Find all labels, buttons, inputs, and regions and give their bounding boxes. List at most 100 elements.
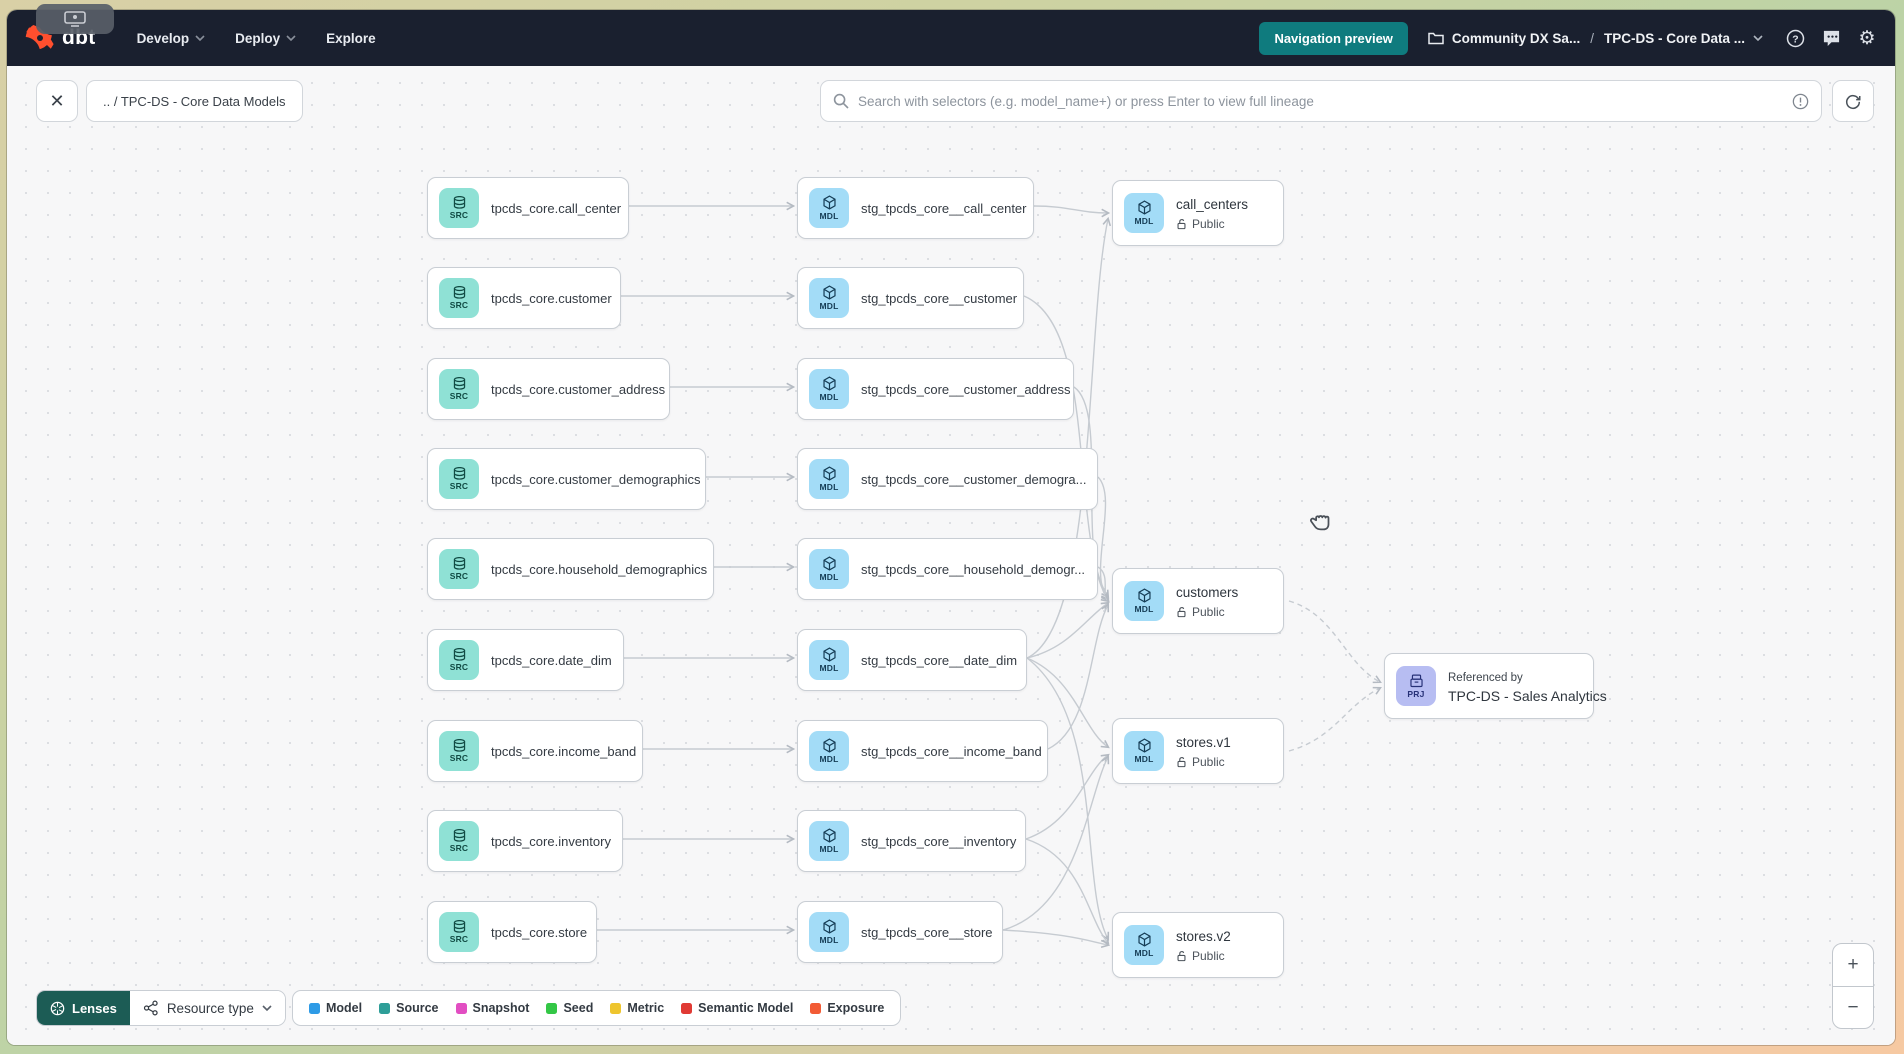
help-icon[interactable]: ? [1785,28,1805,48]
grab-cursor-icon [1310,515,1330,531]
graph-node-public-model[interactable]: MDL stores.v2 Public [1112,912,1284,978]
search-input[interactable] [858,93,1783,109]
legend-swatch-snapshot [455,1002,467,1014]
graph-node-model[interactable]: MDL stg_tpcds_core__customer [797,267,1024,329]
lineage-breadcrumb[interactable]: .. / TPC-DS - Core Data Models [86,80,303,122]
nav-item-develop[interactable]: Develop [122,10,221,66]
graph-node-source[interactable]: SRC tpcds_core.store [427,901,597,963]
model-cube-icon: MDL [809,640,849,680]
project-package-icon: PRJ [1396,666,1436,706]
breadcrumb-page[interactable]: TPC-DS - Core Data ... [1603,30,1745,46]
zoom-out-button[interactable]: − [1833,986,1873,1028]
lenses-control-group: Lenses Resource type [36,990,286,1026]
graph-node-model[interactable]: MDL stg_tpcds_core__date_dim [797,629,1027,691]
navigation-preview-button[interactable]: Navigation preview [1259,21,1408,55]
model-cube-icon: MDL [809,188,849,228]
lineage-canvas[interactable]: ✕ .. / TPC-DS - Core Data Models SRC tpc… [7,66,1895,1045]
lenses-button[interactable]: Lenses [37,991,130,1025]
refresh-icon [1845,94,1861,110]
feedback-icon[interactable] [1821,28,1841,48]
close-icon: ✕ [49,90,65,111]
breadcrumb-separator: / [1590,30,1594,46]
resource-type-legend: Model Source Snapshot Seed Metric Semant… [292,990,902,1026]
graph-node-public-model[interactable]: MDL call_centers Public [1112,180,1284,246]
top-navbar: dbt Develop Deploy Explore Navigation pr… [7,10,1895,66]
chevron-down-icon [286,34,296,41]
legend-swatch-metric [610,1002,622,1014]
graph-node-model[interactable]: MDL stg_tpcds_core__income_band [797,720,1048,782]
source-database-icon: SRC [439,912,479,952]
source-database-icon: SRC [439,549,479,589]
graph-node-project-reference[interactable]: PRJ Referenced by TPC-DS - Sales Analyti… [1384,653,1607,719]
search-icon [833,93,849,109]
graph-node-model[interactable]: MDL stg_tpcds_core__customer_address [797,358,1074,420]
graph-node-source[interactable]: SRC tpcds_core.date_dim [427,629,624,691]
source-database-icon: SRC [439,459,479,499]
graph-node-source[interactable]: SRC tpcds_core.call_center [427,177,629,239]
legend-swatch-exposure [810,1002,822,1014]
graph-node-source[interactable]: SRC tpcds_core.income_band [427,720,643,782]
lock-open-icon [1177,756,1186,767]
dbt-logo-icon [25,25,54,50]
graph-node-model[interactable]: MDL stg_tpcds_core__customer_demogra... [797,448,1098,510]
model-cube-icon: MDL [809,912,849,952]
model-cube-icon: MDL [1124,925,1164,965]
nav-item-explore[interactable]: Explore [326,30,376,46]
model-cube-icon: MDL [1124,731,1164,771]
graph-node-model[interactable]: MDL stg_tpcds_core__inventory [797,810,1026,872]
legend-item: Source [379,1001,439,1015]
model-cube-icon: MDL [1124,193,1164,233]
legend-swatch-source [379,1002,391,1014]
model-cube-icon: MDL [809,821,849,861]
graph-node-source[interactable]: SRC tpcds_core.customer [427,267,621,329]
refresh-lineage-button[interactable] [1832,80,1874,122]
graph-node-model[interactable]: MDL stg_tpcds_core__store [797,901,1003,963]
resource-type-icon [143,1000,158,1016]
model-cube-icon: MDL [809,369,849,409]
graph-node-model[interactable]: MDL stg_tpcds_core__household_demogr... [797,538,1098,600]
model-cube-icon: MDL [809,549,849,589]
app-window: dbt Develop Deploy Explore Navigation pr… [7,10,1895,1045]
source-database-icon: SRC [439,188,479,228]
model-cube-icon: MDL [809,731,849,771]
source-database-icon: SRC [439,731,479,771]
zoom-in-button[interactable]: + [1847,954,1859,975]
settings-gear-icon[interactable]: ⚙ [1858,27,1876,49]
lenses-icon [50,1001,65,1015]
chevron-down-icon [262,1004,272,1011]
model-cube-icon: MDL [809,459,849,499]
folder-icon [1428,32,1444,45]
source-database-icon: SRC [439,821,479,861]
nav-item-deploy[interactable]: Deploy [220,10,311,66]
graph-node-public-model[interactable]: MDL customers Public [1112,568,1284,634]
graph-node-source[interactable]: SRC tpcds_core.household_demographics [427,538,714,600]
resource-type-dropdown[interactable]: Resource type [129,991,285,1025]
legend-item: Model [309,1001,362,1015]
breadcrumb-project[interactable]: Community DX Sa... [1451,30,1581,46]
screenshare-tab-stub[interactable] [36,4,114,34]
legend-item: Seed [546,1001,593,1015]
legend-swatch-seed [546,1002,558,1014]
legend-swatch-semantic-model [681,1002,693,1014]
screen-icon [64,11,86,27]
graph-node-source[interactable]: SRC tpcds_core.inventory [427,810,623,872]
source-database-icon: SRC [439,369,479,409]
lock-open-icon [1177,218,1186,229]
model-cube-icon: MDL [1124,581,1164,621]
graph-node-public-model[interactable]: MDL stores.v1 Public [1112,718,1284,784]
legend-item: Exposure [810,1001,884,1015]
graph-node-model[interactable]: MDL stg_tpcds_core__call_center [797,177,1034,239]
graph-node-source[interactable]: SRC tpcds_core.customer_demographics [427,448,706,510]
info-icon[interactable] [1792,93,1809,110]
chevron-down-icon [195,34,205,41]
graph-node-source[interactable]: SRC tpcds_core.customer_address [427,358,670,420]
lineage-search-bar [820,80,1822,122]
legend-item: Semantic Model [681,1001,793,1015]
zoom-controls: + − [1832,943,1874,1029]
chevron-down-icon[interactable] [1753,34,1763,42]
close-lineage-button[interactable]: ✕ [36,80,78,122]
legend-item: Metric [610,1001,664,1015]
breadcrumb: Community DX Sa... / TPC-DS - Core Data … [1428,31,1763,46]
legend-swatch-model [309,1002,320,1014]
source-database-icon: SRC [439,640,479,680]
